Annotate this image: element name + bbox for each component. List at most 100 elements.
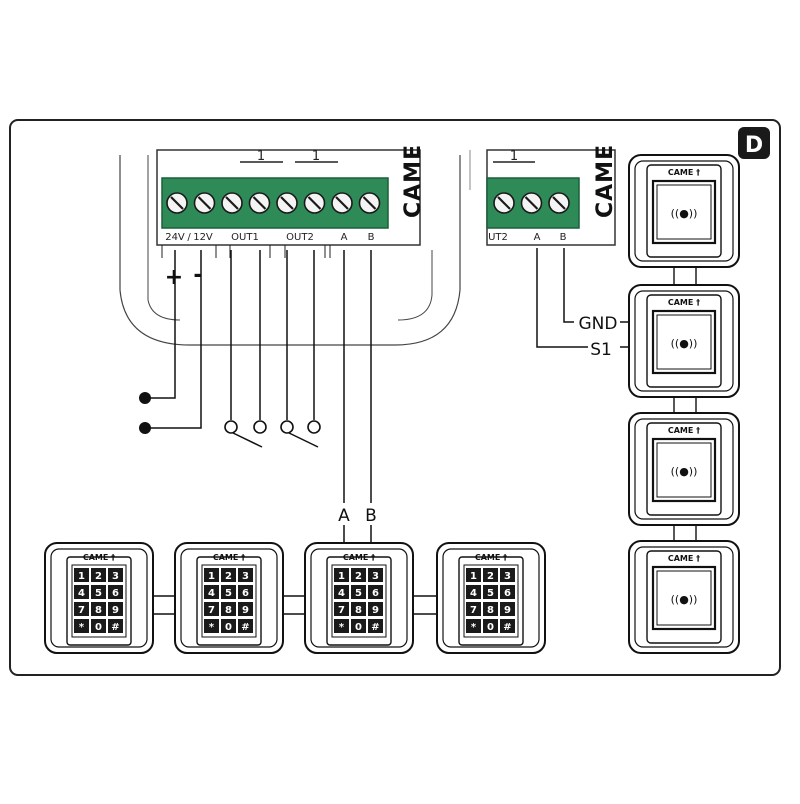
keypad-key[interactable]: 9 [238,602,253,616]
keypad-key-label: 1 [470,571,477,582]
terminal-label-a: A [341,232,348,243]
keypad-key[interactable]: 1 [466,568,481,582]
rfid-symbol-icon: ((●)) [671,593,698,606]
keypad-key-label: 0 [225,622,232,633]
terminal-screw-left-1 [166,192,188,214]
keypad-key[interactable]: 2 [91,568,106,582]
keypad-key[interactable]: 8 [221,602,236,616]
keypad-key[interactable]: # [108,619,123,633]
keypad-key[interactable]: 0 [483,619,498,633]
gnd-label: GND [579,314,618,334]
keypad-key-label: 0 [487,622,494,633]
keypad-key[interactable]: 9 [108,602,123,616]
s1-label: S1 [590,340,612,360]
panel-badge-letter: D [745,133,763,158]
keypad-key-label: 9 [372,605,379,616]
keypad-key[interactable]: 4 [74,585,89,599]
keypad-key-label: * [471,622,477,633]
keypad-key-label: 5 [225,588,232,599]
keypad-key-label: 7 [78,605,85,616]
keypad-key[interactable]: 6 [238,585,253,599]
keypad-key[interactable]: 2 [221,568,236,582]
terminal-label-ut2: UT2 [488,232,508,243]
rfid-symbol-icon: ((●)) [671,337,698,350]
keypad-key[interactable]: 8 [483,602,498,616]
terminal-screw-left-4 [248,192,271,214]
terminal-label-right-a: A [534,232,541,243]
polarity-minus: - [193,263,202,288]
terminal-screw-left-7 [331,192,353,214]
keypad-key-label: 6 [504,588,511,599]
keypad-key[interactable]: * [74,619,89,633]
keypad-key-label: 0 [95,622,102,633]
power-terminal-positive [139,392,151,404]
keypad-key[interactable]: 2 [483,568,498,582]
brand-logo-left: CAME [401,144,426,218]
keypad-key[interactable]: 3 [238,568,253,582]
keypad-key[interactable]: 5 [483,585,498,599]
keypad-key[interactable]: # [368,619,383,633]
keypad-brand: CAME † [343,553,375,562]
keypad-key[interactable]: 0 [351,619,366,633]
keypad-key[interactable]: 7 [204,602,219,616]
keypad-key-label: * [339,622,345,633]
keypad-key[interactable]: # [500,619,515,633]
keypad-key[interactable]: 5 [351,585,366,599]
bracket-right-label: 1 [510,149,518,164]
keypad-key[interactable]: 7 [74,602,89,616]
bus-label-a: A [338,506,350,526]
keypad-key-label: 5 [95,588,102,599]
bus-wires-keypad [343,250,372,545]
keypad-key-label: 8 [95,605,102,616]
keypad-key[interactable]: 3 [368,568,383,582]
keypad-key[interactable]: 7 [466,602,481,616]
keypad-key-label: 8 [487,605,494,616]
keypad-key-label: 4 [78,588,85,599]
rfid-symbol-icon: ((●)) [671,207,698,220]
keypad-key-label: 9 [112,605,119,616]
terminal-screw-right-3 [548,192,570,214]
keypad-key-label: 1 [338,571,345,582]
keypad-key[interactable]: 0 [91,619,106,633]
reader-link [673,266,697,286]
keypad-key[interactable]: 5 [91,585,106,599]
keypad-key[interactable]: 4 [466,585,481,599]
keypad-key[interactable]: # [238,619,253,633]
keypad-key[interactable]: * [466,619,481,633]
keypad-key[interactable]: 3 [108,568,123,582]
keypad-key[interactable]: * [204,619,219,633]
keypad-brand: CAME † [83,553,115,562]
keypad-key[interactable]: 8 [91,602,106,616]
keypad-key[interactable]: 0 [221,619,236,633]
terminal-screw-left-5 [276,192,298,214]
keypad-key[interactable]: 9 [500,602,515,616]
keypad-key[interactable]: 6 [500,585,515,599]
keypad-key[interactable]: 6 [368,585,383,599]
controller-left: 1 1 CAME 24V / 12V OUT1 OUT2 A B + - [119,144,461,346]
keypad-key-label: 9 [242,605,249,616]
keypad-key[interactable]: 1 [204,568,219,582]
keypad-key-label: # [371,622,379,633]
keypad-key[interactable]: 7 [334,602,349,616]
bus-wires-reader [536,248,628,348]
bracket-right: 1 [493,149,535,164]
keypad-key[interactable]: 5 [221,585,236,599]
proximity-reader-1: CAME †((●)) [628,154,740,268]
keypad-key[interactable]: 8 [351,602,366,616]
keypad-key-label: 4 [470,588,477,599]
proximity-reader-3: CAME †((●)) [628,412,740,526]
keypad-key[interactable]: 9 [368,602,383,616]
keypad-key[interactable]: 1 [74,568,89,582]
keypad-key[interactable]: 2 [351,568,366,582]
panel-frame [9,119,781,676]
keypad-key-label: 7 [470,605,477,616]
keypad-key[interactable]: * [334,619,349,633]
keypad-key-label: 5 [487,588,494,599]
keypad-key[interactable]: 6 [108,585,123,599]
keypad-key[interactable]: 1 [334,568,349,582]
keypad-key[interactable]: 4 [334,585,349,599]
keypad-key[interactable]: 3 [500,568,515,582]
keypad-key[interactable]: 4 [204,585,219,599]
